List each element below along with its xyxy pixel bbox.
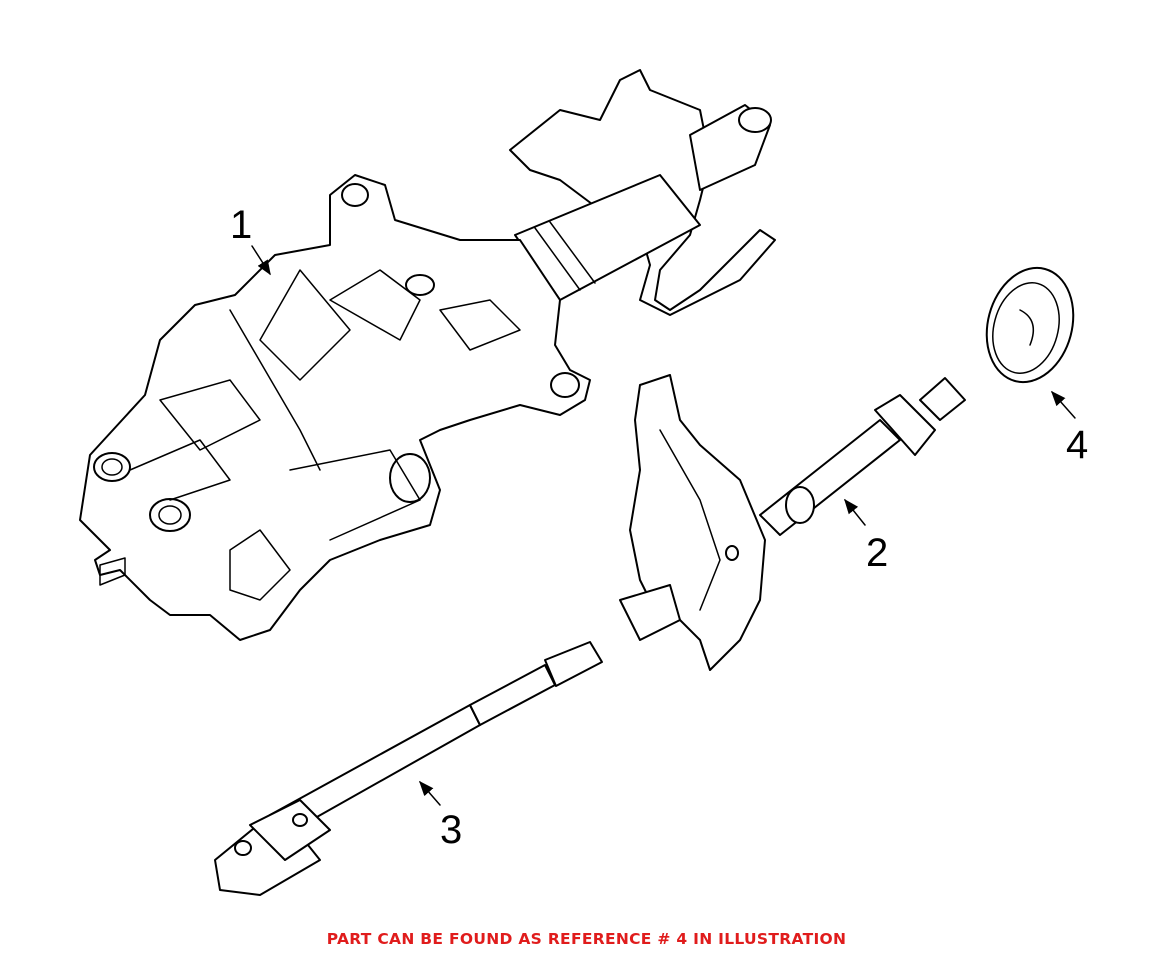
callout-1-leader — [251, 245, 271, 276]
intermediate-shaft-bracket[interactable] — [619, 374, 966, 671]
callout-2-label: 2 — [866, 531, 888, 575]
callout-4-leader — [1051, 390, 1076, 419]
callout-2-leader — [844, 498, 866, 526]
callout-4-label: 4 — [1066, 423, 1088, 467]
callout-3-label: 3 — [440, 808, 462, 852]
steering-column-assembly[interactable] — [79, 69, 776, 641]
callout-1: 1 — [230, 203, 271, 276]
reference-note: PART CAN BE FOUND AS REFERENCE # 4 IN IL… — [326, 930, 847, 948]
callout-1-label: 1 — [230, 203, 252, 247]
callout-3: 3 — [419, 780, 462, 852]
lower-steering-shaft[interactable] — [214, 641, 603, 896]
callout-4: 4 — [1051, 390, 1088, 467]
callout-3-leader — [419, 780, 441, 806]
callout-2: 2 — [844, 498, 888, 575]
column-seal[interactable] — [974, 258, 1085, 392]
